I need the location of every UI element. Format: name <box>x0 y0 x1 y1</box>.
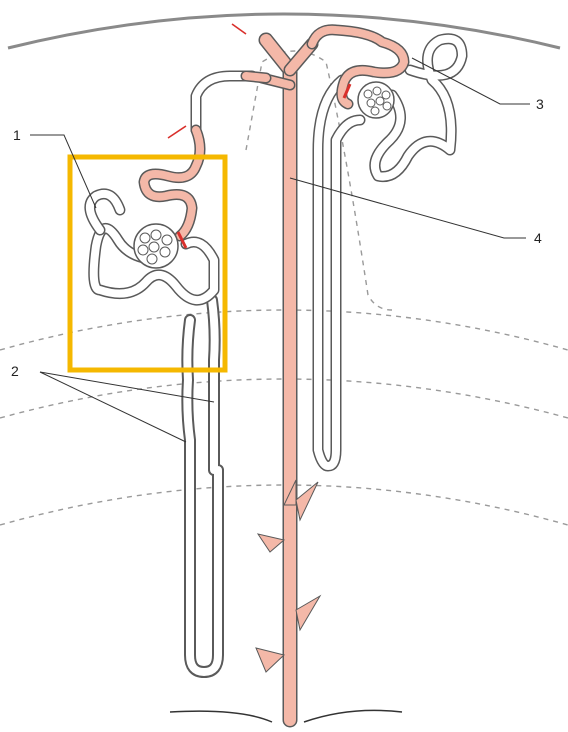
juxta-arteriole-mark <box>167 125 187 139</box>
leader-3 <box>411 57 530 105</box>
leader-lines <box>30 57 530 443</box>
label-4: 4 <box>534 230 542 246</box>
renal-capsule <box>7 12 561 50</box>
leader-1 <box>30 134 97 209</box>
juxta-afferent-mark <box>176 231 188 249</box>
cortical-nephron <box>306 24 468 472</box>
papilla-left <box>169 710 273 723</box>
label-3: 3 <box>536 96 544 112</box>
cortical-afferent-mark <box>342 83 352 99</box>
label-2: 2 <box>11 363 19 379</box>
medullary-ray-outline <box>245 50 393 311</box>
juxta-glomerulus <box>137 229 173 265</box>
leader-4 <box>289 177 526 239</box>
highlight-box <box>67 154 228 373</box>
arcuate-arteriole-mark <box>231 23 247 35</box>
cortex-medulla-boundary <box>0 309 568 351</box>
collecting-duct <box>255 32 322 728</box>
leader-2a <box>39 371 215 403</box>
zone-boundaries <box>0 50 568 526</box>
juxtamedullary-nephron <box>84 23 272 678</box>
cortical-glomerulus <box>363 86 392 116</box>
inner-medulla-boundary <box>0 484 568 526</box>
leader-2b <box>39 371 187 443</box>
papilla-right <box>303 709 403 723</box>
label-1: 1 <box>13 127 21 143</box>
outer-medulla-boundary <box>0 378 568 419</box>
